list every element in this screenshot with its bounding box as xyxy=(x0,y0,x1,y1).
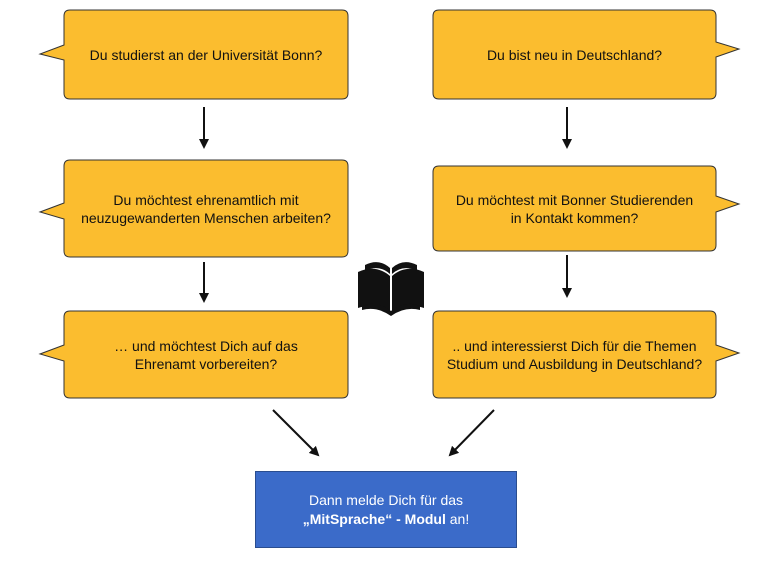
arrow-right-to-result xyxy=(448,409,495,457)
left-question-1: Du studierst an der Universität Bonn? xyxy=(64,10,348,99)
left-bubble-3 xyxy=(38,310,349,399)
open-book-icon xyxy=(358,262,424,316)
left-question-1-text: Du studierst an der Universität Bonn? xyxy=(89,46,323,63)
right-bubble-1 xyxy=(432,9,741,100)
result-line2: „MitSprache“ - Modul an! xyxy=(303,510,469,529)
left-question-2: Du möchtest ehrenamtlich mit neuzugewand… xyxy=(64,160,348,257)
result-box: Dann melde Dich für das „MitSprache“ - M… xyxy=(255,471,517,548)
right-bubble-2 xyxy=(432,165,741,252)
arrow-left-to-result xyxy=(272,409,320,457)
left-bubble-1 xyxy=(38,9,349,100)
right-question-2-line2: in Kontakt kommen? xyxy=(510,209,639,226)
right-question-1-text: Du bist neu in Deutschland? xyxy=(486,46,663,63)
left-question-3: … und möchtest Dich auf das Ehrenamt vor… xyxy=(64,311,348,398)
left-question-2-line2: neuzugewanderten Menschen arbeiten? xyxy=(81,209,331,226)
right-question-1: Du bist neu in Deutschland? xyxy=(433,10,716,99)
right-question-3-line1: .. und interessierst Dich für die Themen xyxy=(452,337,697,354)
right-bubble-3 xyxy=(432,310,741,399)
result-line1: Dann melde Dich für das xyxy=(308,491,464,508)
right-question-3: .. und interessierst Dich für die Themen… xyxy=(433,311,716,398)
right-question-3-line2: Studium und Ausbildung in Deutschland? xyxy=(446,355,703,372)
result-suffix: an! xyxy=(445,510,470,527)
left-bubble-2 xyxy=(38,159,349,258)
left-question-3-line1: … und möchtest Dich auf das xyxy=(114,337,298,354)
left-question-2-line1: Du möchtest ehrenamtlich mit xyxy=(113,191,299,208)
left-question-3-line2: Ehrenamt vorbereiten? xyxy=(134,355,278,372)
right-question-2: Du möchtest mit Bonner Studierenden in K… xyxy=(433,166,716,251)
module-name: „MitSprache“ - Modul xyxy=(302,510,446,527)
right-question-2-line1: Du möchtest mit Bonner Studierenden xyxy=(455,191,694,208)
